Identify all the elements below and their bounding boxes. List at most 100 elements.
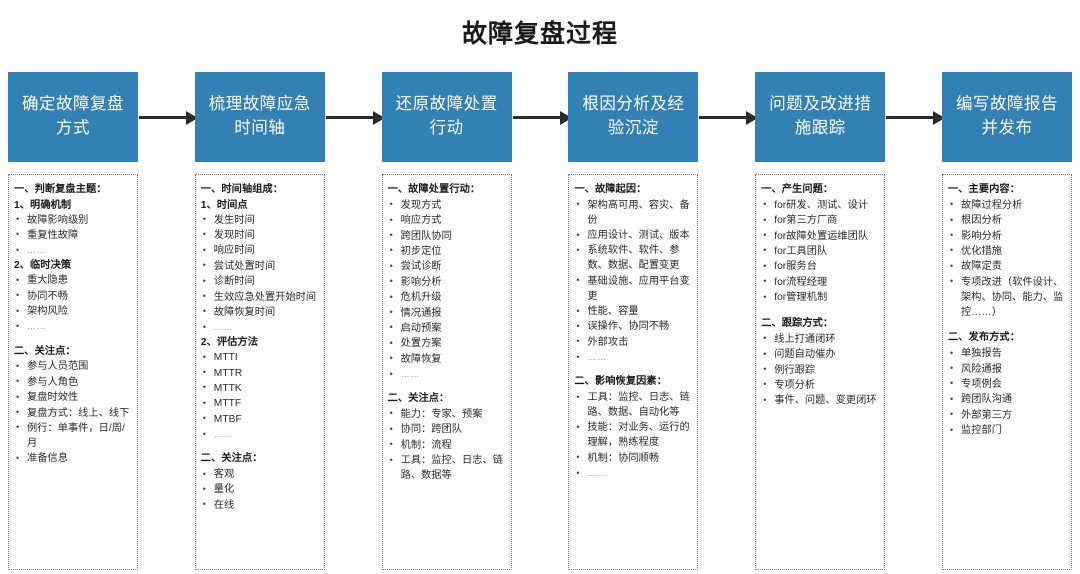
- list-item: 专项例会: [948, 377, 1066, 393]
- section-heading: 一、判断复盘主题：: [14, 184, 107, 195]
- list-item: for管理机制: [761, 291, 879, 306]
- list-item: for研发、测试、设计: [761, 198, 879, 214]
- list-item: 应用设计、测试、版本: [574, 229, 692, 244]
- list-item: 机制：流程: [388, 438, 506, 454]
- list-item: ……: [14, 244, 132, 257]
- list-item: 准备信息: [14, 452, 132, 467]
- arrow-right-icon-3: [512, 110, 572, 125]
- step-box-1[interactable]: 确定故障复盘方式: [8, 72, 138, 162]
- process-column-1: 确定故障复盘方式一、判断复盘主题：1、明确机制故障影响级别重复性故障……2、临时…: [8, 72, 198, 570]
- detail-box-4: 一、故障起因： 架构高可用、容灾、备份应用设计、测试、版本系统软件、软件、参数、数…: [568, 174, 699, 570]
- list-item: 事件、问题、变更闭环: [761, 394, 879, 409]
- list-item: 监控部门: [948, 424, 1066, 439]
- list-item: 量化: [201, 483, 319, 498]
- list-item: 外部攻击: [574, 335, 692, 351]
- process-column-2: 梳理故障应急时间轴一、时间轴组成：1、时间点发生时间发现时间响应时间尝试处置时间…: [194, 72, 385, 570]
- list-item: 处置方案: [388, 337, 506, 352]
- list-item: 例行跟踪: [761, 363, 879, 379]
- list-item: 故障定责: [948, 260, 1066, 275]
- section-heading: 二、跟踪方式：: [761, 318, 834, 330]
- list-item: ……: [201, 321, 319, 334]
- list-item: 故障过程分析: [948, 198, 1066, 214]
- process-columns: 确定故障复盘方式一、判断复盘主题：1、明确机制故障影响级别重复性故障……2、临时…: [8, 72, 1072, 570]
- list-item: MTTF: [201, 397, 319, 412]
- list-item: for工具团队: [761, 244, 879, 260]
- list-item: 在线: [201, 498, 319, 514]
- bullet-list: 参与人员范围参与人角色复盘时效性复盘方式：线上、线下例行：单事件，日/周/月准备…: [14, 360, 132, 467]
- detail-box-2: 一、时间轴组成：1、时间点发生时间发现时间响应时间尝试处置时间诊断时间生效应急处…: [194, 174, 325, 570]
- list-item: 参与人员范围: [14, 360, 132, 375]
- list-item: 性能、容量: [574, 305, 692, 320]
- list-item: 专项改进（软件设计、架构、协同、能力、监控……）: [948, 275, 1066, 321]
- detail-box-3: 一、故障处置行动： 发现方式响应方式跨团队协同初步定位尝试诊断影响分析危机升级情况…: [381, 174, 512, 570]
- page-title: 故障复盘过程: [461, 20, 618, 48]
- sub-heading: 1、时间点: [200, 199, 248, 211]
- list-item: MTBF: [201, 412, 319, 428]
- list-item: 响应方式: [388, 214, 506, 229]
- step-box-6[interactable]: 编写故障报告并发布: [941, 72, 1072, 162]
- sub-heading: 2、评估方法: [200, 337, 258, 349]
- list-item: 跨团队协同: [388, 229, 506, 245]
- bullet-list: 发现方式响应方式跨团队协同初步定位尝试诊断影响分析危机升级情况通报启动预案处置方…: [388, 198, 506, 381]
- step-box-2[interactable]: 梳理故障应急时间轴: [194, 72, 325, 162]
- list-item: 技能：对业务、运行的理解，熟练程度: [574, 421, 692, 451]
- bullet-list: 重大隐患协同不畅架构风险……: [14, 274, 132, 333]
- list-item: 尝试处置时间: [201, 259, 319, 275]
- list-item: ……: [388, 368, 506, 381]
- list-item: 跨团队沟通: [948, 393, 1066, 408]
- list-item: 单独报告: [948, 347, 1066, 362]
- list-item: 例行：单事件，日/周/月: [14, 421, 132, 452]
- bullet-list: 发生时间发现时间响应时间尝试处置时间诊断时间生效应急处置开始时间故障恢复时间……: [201, 213, 319, 335]
- bullet-list: 工具：监控、日志、链路、数据、自动化等技能：对业务、运行的理解，熟练程度机制：协…: [574, 391, 692, 480]
- list-item: 响应时间: [201, 244, 319, 259]
- list-item: for流程经理: [761, 275, 879, 291]
- list-item: 架构高可用、容灾、备份: [574, 198, 692, 229]
- detail-box-1: 一、判断复盘主题：1、明确机制故障影响级别重复性故障……2、临时决策重大隐患协同…: [8, 174, 138, 570]
- bullet-list: 架构高可用、容灾、备份应用设计、测试、版本系统软件、软件、参数、数据、配置变更基…: [574, 198, 692, 365]
- list-item: 重复性故障: [14, 228, 132, 244]
- list-item: 根因分析: [948, 214, 1066, 229]
- step-box-4[interactable]: 根因分析及经验沉淀: [568, 72, 699, 162]
- list-item: 参与人角色: [14, 375, 132, 391]
- list-item: 发生时间: [201, 213, 319, 229]
- list-item: ……: [14, 320, 132, 333]
- list-item: 故障恢复: [388, 352, 506, 368]
- list-item: 系统软件、软件、参数、数据、配置变更: [574, 244, 692, 274]
- list-item: 故障影响级别: [14, 213, 132, 229]
- sub-heading: 1、明确机制: [14, 199, 72, 211]
- list-item: 机制：协同顺畅: [574, 451, 692, 467]
- list-item: 初步定位: [388, 244, 506, 260]
- bullet-list: 故障过程分析根因分析影响分析优化措施故障定责专项改进（软件设计、架构、协同、能力…: [948, 198, 1066, 321]
- process-column-5: 问题及改进措施跟踪一、产生问题：for研发、测试、设计for第三方厂商for故障…: [755, 72, 946, 570]
- list-item: ……: [574, 351, 692, 364]
- list-item: 协同不畅: [14, 289, 132, 305]
- list-item: 基础设施、应用平台变更: [574, 274, 692, 305]
- list-item: 影响分析: [388, 275, 506, 291]
- step-box-5[interactable]: 问题及改进措施跟踪: [755, 72, 886, 162]
- list-item: 复盘方式：线上、线下: [14, 406, 132, 422]
- list-item: 风险通报: [948, 362, 1066, 378]
- step-box-3[interactable]: 还原故障处置行动: [381, 72, 512, 162]
- list-item: 尝试诊断: [388, 260, 506, 275]
- list-item: 客观: [201, 468, 319, 483]
- list-item: MTTR: [201, 366, 319, 382]
- list-item: 架构风险: [14, 305, 132, 320]
- section-heading: 一、产生问题：: [761, 184, 834, 195]
- list-item: 诊断时间: [201, 275, 319, 290]
- arrow-right-icon-5: [886, 110, 946, 125]
- section-heading: 一、故障处置行动：: [387, 184, 481, 195]
- list-item: 能力：专家、预案: [388, 407, 506, 423]
- list-item: MTTK: [201, 381, 319, 397]
- list-item: 启动预案: [388, 321, 506, 337]
- arrow-right-icon-1: [139, 110, 198, 125]
- list-item: 外部第三方: [948, 408, 1066, 424]
- list-item: 工具：监控、日志、链路、数据、自动化等: [574, 391, 692, 421]
- arrow-right-icon-4: [699, 110, 759, 125]
- section-heading: 一、故障起因：: [574, 184, 647, 195]
- list-item: 问题自动催办: [761, 348, 879, 363]
- detail-box-6: 一、主要内容：故障过程分析根因分析影响分析优化措施故障定责专项改进（软件设计、架…: [941, 174, 1072, 570]
- list-item: for故障处置运维团队: [761, 229, 879, 245]
- process-column-6: 编写故障报告并发布一、主要内容：故障过程分析根因分析影响分析优化措施故障定责专项…: [941, 72, 1072, 570]
